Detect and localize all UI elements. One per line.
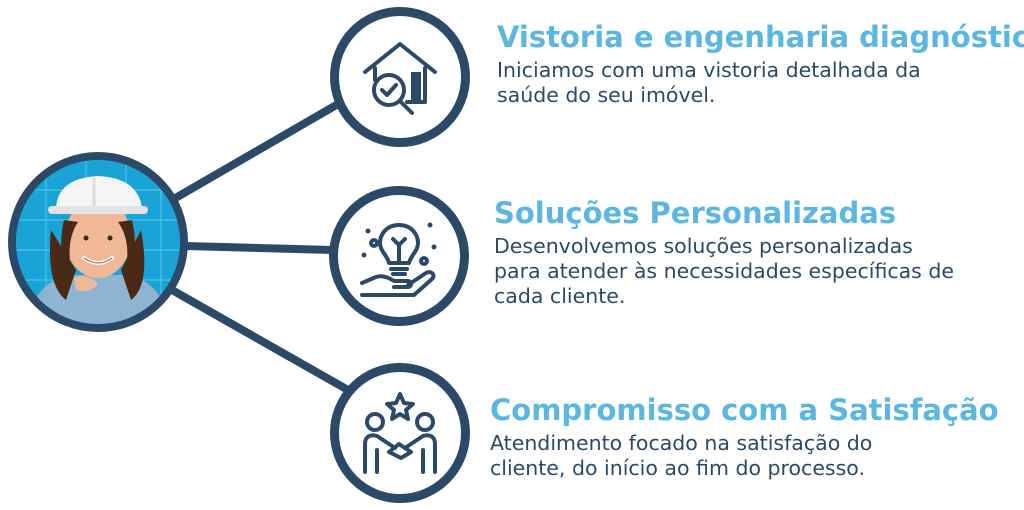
step-1-title: Vistoria e engenharia diagnóstica [497,20,1024,54]
step-1-line-2: saúde do seu imóvel. [497,83,716,107]
lightbulb-hand-icon [360,222,437,297]
step-3-title: Compromisso com a Satisfação [490,393,999,427]
step-2-line-2: para atender às necessidades específicas… [494,259,955,283]
step-3-icon-circle [330,363,470,503]
engineer-avatar [8,152,188,332]
connector-line-3 [168,286,352,394]
step-2-text: Soluções Personalizadas Desenvolvemos so… [494,196,1019,309]
step-1-line-1: Iniciamos com uma vistoria detalhada da [497,58,921,82]
step-3-text: Compromisso com a Satisfação Atendimento… [490,393,1015,481]
house-inspection-icon [363,42,437,115]
step-1-description: Iniciamos com uma vistoria detalhada da … [497,58,1022,108]
connector-line-2 [182,242,336,254]
step-3-description: Atendimento focado na satisfação do clie… [490,431,1015,481]
handshake-star-icon [363,392,437,474]
step-2-title: Soluções Personalizadas [494,196,897,230]
step-3-line-2: cliente, do início ao fim do processo. [490,456,865,480]
step-1-icon-circle [330,7,470,147]
connector-line-1 [168,96,349,204]
step-2-line-1: Desenvolvemos soluções personalizadas [494,234,913,258]
step-1-text: Vistoria e engenharia diagnóstica Inicia… [497,20,1024,108]
engineer-photo-illustration [16,160,180,324]
step-2-icon-circle [329,186,469,326]
step-3-line-1: Atendimento focado na satisfação do [490,431,873,455]
step-2-line-3: cada cliente. [494,284,626,308]
step-2-description: Desenvolvemos soluções personalizadas pa… [494,234,1019,309]
